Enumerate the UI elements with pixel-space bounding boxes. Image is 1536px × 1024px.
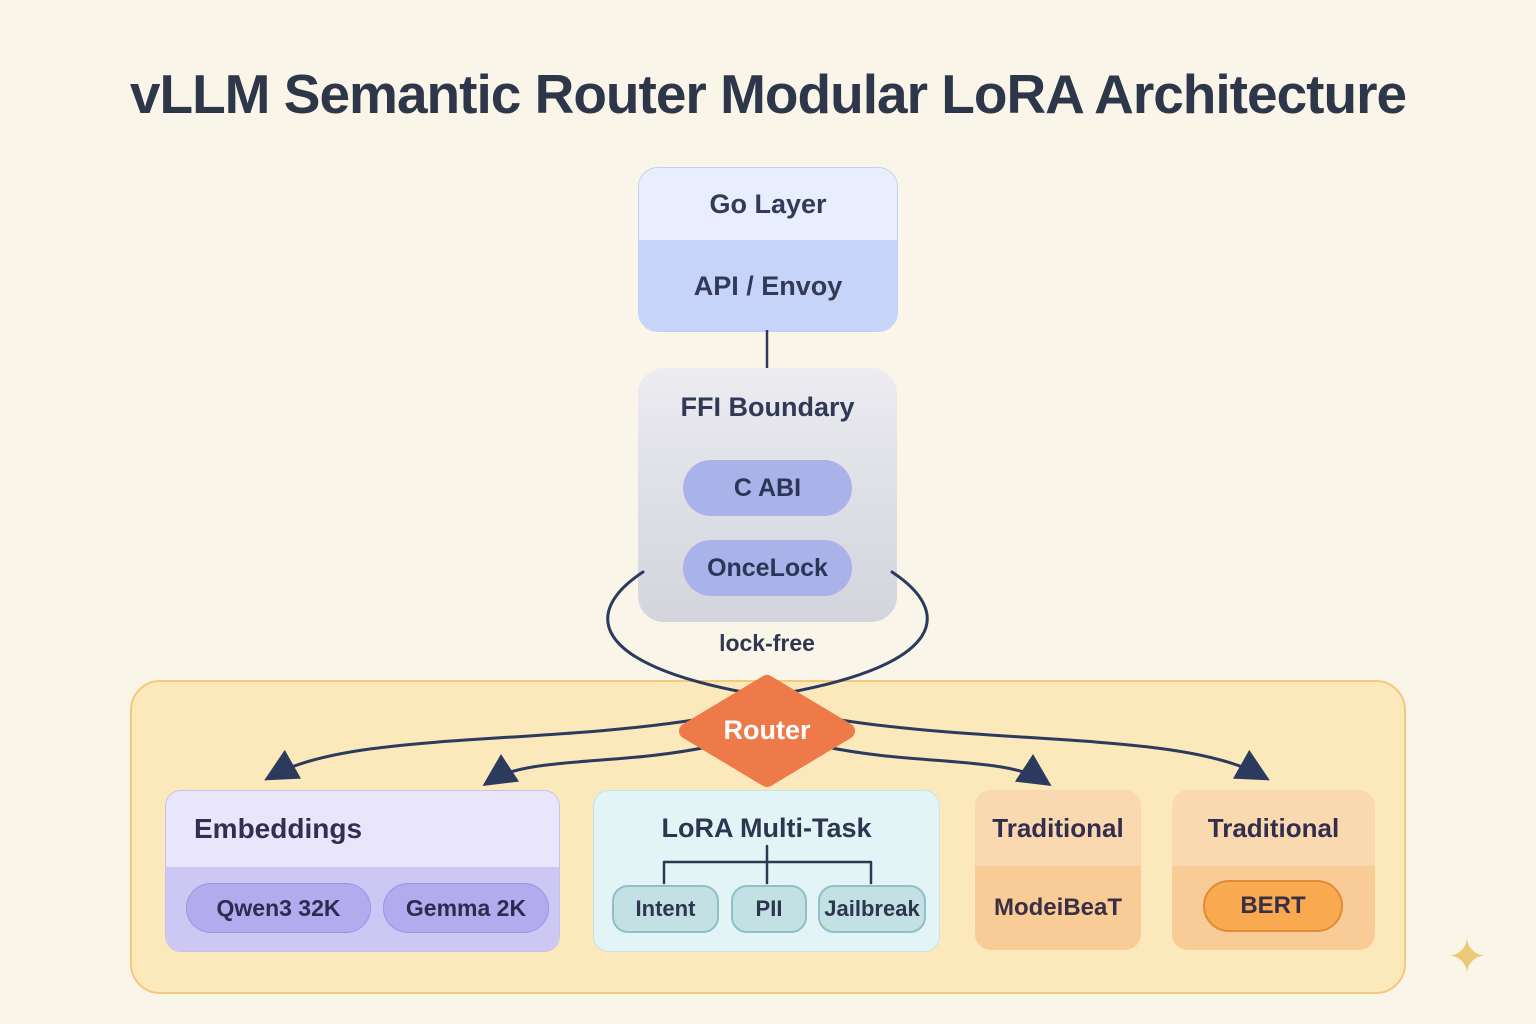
ffi-boundary-box: FFI Boundary C ABI OnceLock	[638, 368, 897, 622]
go-layer-title: Go Layer	[639, 168, 897, 241]
traditional-box-2: Traditional BERT	[1172, 790, 1375, 950]
qwen3-pill: Qwen3 32K	[186, 883, 371, 933]
jailbreak-pill: Jailbreak	[818, 885, 926, 933]
embeddings-body: Qwen3 32K Gemma 2K	[166, 867, 559, 951]
go-layer-box: Go Layer API / Envoy	[638, 167, 898, 332]
api-envoy-label: API / Envoy	[639, 241, 897, 331]
embeddings-title: Embeddings	[166, 791, 559, 867]
c-abi-pill: C ABI	[683, 460, 852, 516]
router-label: Router	[723, 715, 811, 745]
lora-multitask-box: LoRA Multi-Task Intent PII Jailbreak	[593, 790, 940, 952]
traditional-title-2: Traditional	[1172, 790, 1375, 866]
pii-pill: PII	[731, 885, 807, 933]
traditional-box-1: Traditional ModeiBeaT	[975, 790, 1141, 950]
page-title: vLLM Semantic Router Modular LoRA Archit…	[129, 63, 1407, 125]
traditional-title-1: Traditional	[975, 790, 1141, 866]
traditional-body-2: BERT	[1172, 866, 1375, 950]
intent-pill: Intent	[612, 885, 719, 933]
lora-multitask-title: LoRA Multi-Task	[661, 813, 872, 843]
modeibeat-label: ModeiBeaT	[993, 894, 1122, 921]
lock-free-label: lock-free	[719, 630, 815, 656]
bert-pill: BERT	[1203, 880, 1343, 932]
traditional-body-1: ModeiBeaT	[975, 866, 1141, 950]
gemma-pill: Gemma 2K	[383, 883, 549, 933]
sparkle-icon: ✦	[1446, 931, 1488, 984]
embeddings-box: Embeddings Qwen3 32K Gemma 2K	[165, 790, 560, 952]
ffi-boundary-title: FFI Boundary	[680, 392, 855, 422]
oncelock-pill: OnceLock	[683, 540, 852, 596]
